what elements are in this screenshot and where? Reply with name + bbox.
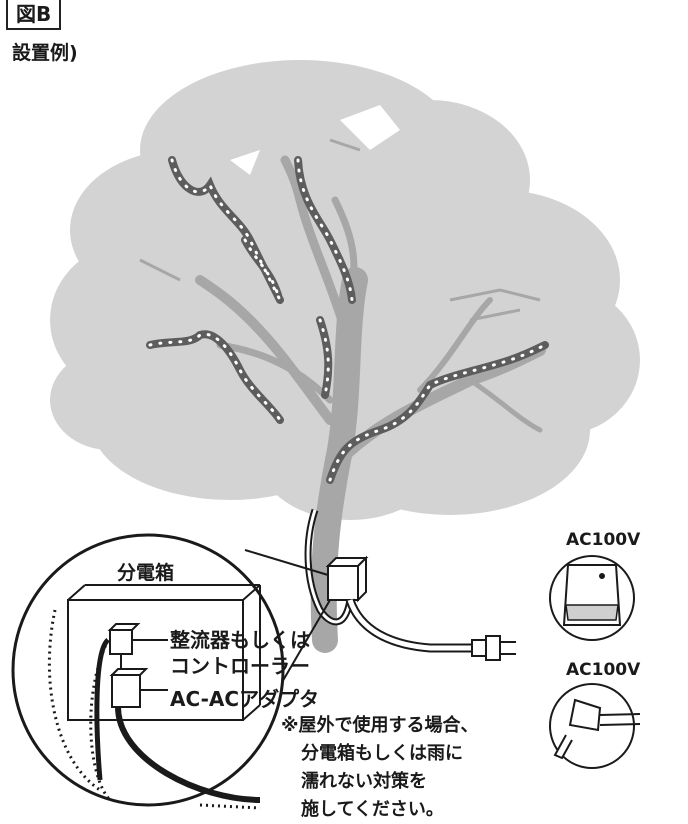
ac-adapter-device <box>109 668 149 708</box>
power-plug <box>471 635 516 661</box>
light-strip-dotted <box>89 639 112 802</box>
junction-box <box>325 555 369 603</box>
outlet-voltage-label: AC100V <box>566 660 641 680</box>
subtitle: 設置例) <box>12 42 78 64</box>
outlet-voltage-label: AC100V <box>566 530 641 550</box>
foliage-gaps <box>230 105 400 175</box>
led-light-strips <box>146 156 549 484</box>
adapter-label: AC-ACアダプタ <box>170 687 320 711</box>
rectifier-label-line1: 整流器もしくは <box>170 628 310 652</box>
distribution-box-label: 分電箱 <box>117 562 175 584</box>
note-line: 濡れない対策を <box>301 771 427 792</box>
twigs <box>139 138 541 322</box>
figure-label: 図B <box>6 0 62 30</box>
note-line: ※屋外で使用する場合、 <box>281 715 479 736</box>
note-line: 分電箱もしくは雨に <box>301 743 463 764</box>
rectifier-label-line2: コントローラー <box>170 654 310 678</box>
caution-note: ※屋外で使用する場合、 分電箱もしくは雨に 濡れない対策を 施してください。 <box>281 712 479 824</box>
rectifier-device <box>107 623 141 655</box>
outdoor-plug <box>549 683 641 769</box>
wall-outlet <box>549 555 635 641</box>
note-line: 施してください。 <box>301 799 444 820</box>
